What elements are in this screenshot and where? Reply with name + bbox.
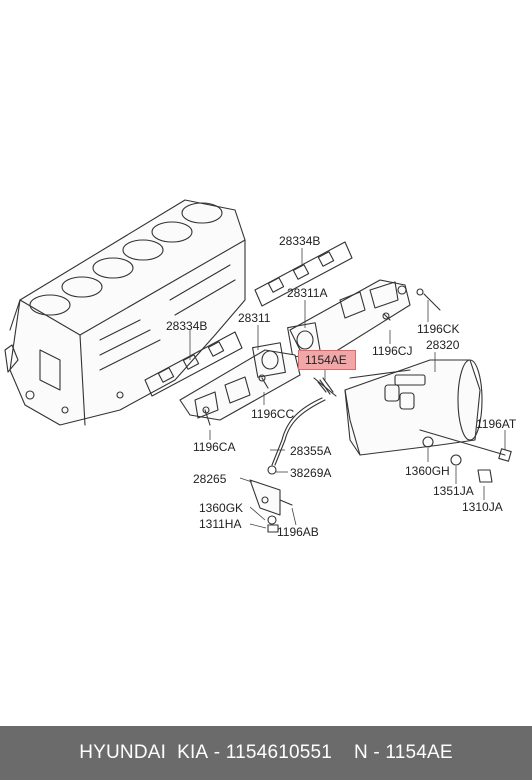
exploded-parts-diagram (4, 199, 512, 533)
label-28311: 28311 (238, 311, 271, 325)
pipe-secondary (271, 397, 323, 466)
label-38269A: 38269A (290, 466, 332, 480)
exhaust-manifold-upper (287, 279, 411, 358)
label-28334B-left: 28334B (166, 319, 208, 333)
label-28265: 28265 (193, 472, 227, 486)
label-1310JA: 1310JA (462, 500, 503, 514)
footer-separator-2: N - (332, 742, 386, 763)
exhaust-manifold-lower (179, 342, 301, 421)
label-1154AE: 1154AE (305, 353, 347, 367)
label-1196AB: 1196AB (277, 525, 319, 539)
bracket (249, 479, 281, 516)
gasket-upper (254, 241, 353, 307)
bolts (202, 288, 512, 533)
label-1196CC: 1196CC (251, 407, 295, 421)
label-1360GK: 1360GK (199, 501, 244, 515)
label-1196CK: 1196CK (417, 322, 460, 336)
pipe-28355A (274, 399, 326, 466)
label-1196CA: 1196CA (193, 440, 236, 454)
label-1311HA: 1311HA (199, 517, 242, 531)
label-1351JA: 1351JA (433, 484, 474, 498)
label-1196CJ: 1196CJ (372, 344, 413, 358)
footer-part-number: 1154610551 (225, 742, 333, 763)
label-28311A: 28311A (287, 286, 328, 300)
engine-block (4, 199, 246, 426)
stud-bolt (313, 377, 337, 397)
gasket-left (144, 331, 243, 397)
footer-bar: HYUNDAI KIA - 1154610551 N - 1154AE (0, 726, 532, 780)
label-1360GH: 1360GH (405, 464, 450, 478)
label-28320: 28320 (426, 338, 460, 352)
footer-ref: 1154AE (385, 742, 453, 763)
label-28355A: 28355A (290, 444, 332, 458)
highlight-1154AE (298, 350, 356, 370)
footer-separator-1: - (208, 742, 226, 763)
leader-lines (189, 248, 506, 529)
label-1196AT: 1196AT (476, 417, 517, 431)
label-28334B-top: 28334B (279, 234, 321, 248)
footer-brand: HYUNDAI KIA (79, 742, 209, 763)
exhaust-pipe-assembly (344, 359, 483, 456)
